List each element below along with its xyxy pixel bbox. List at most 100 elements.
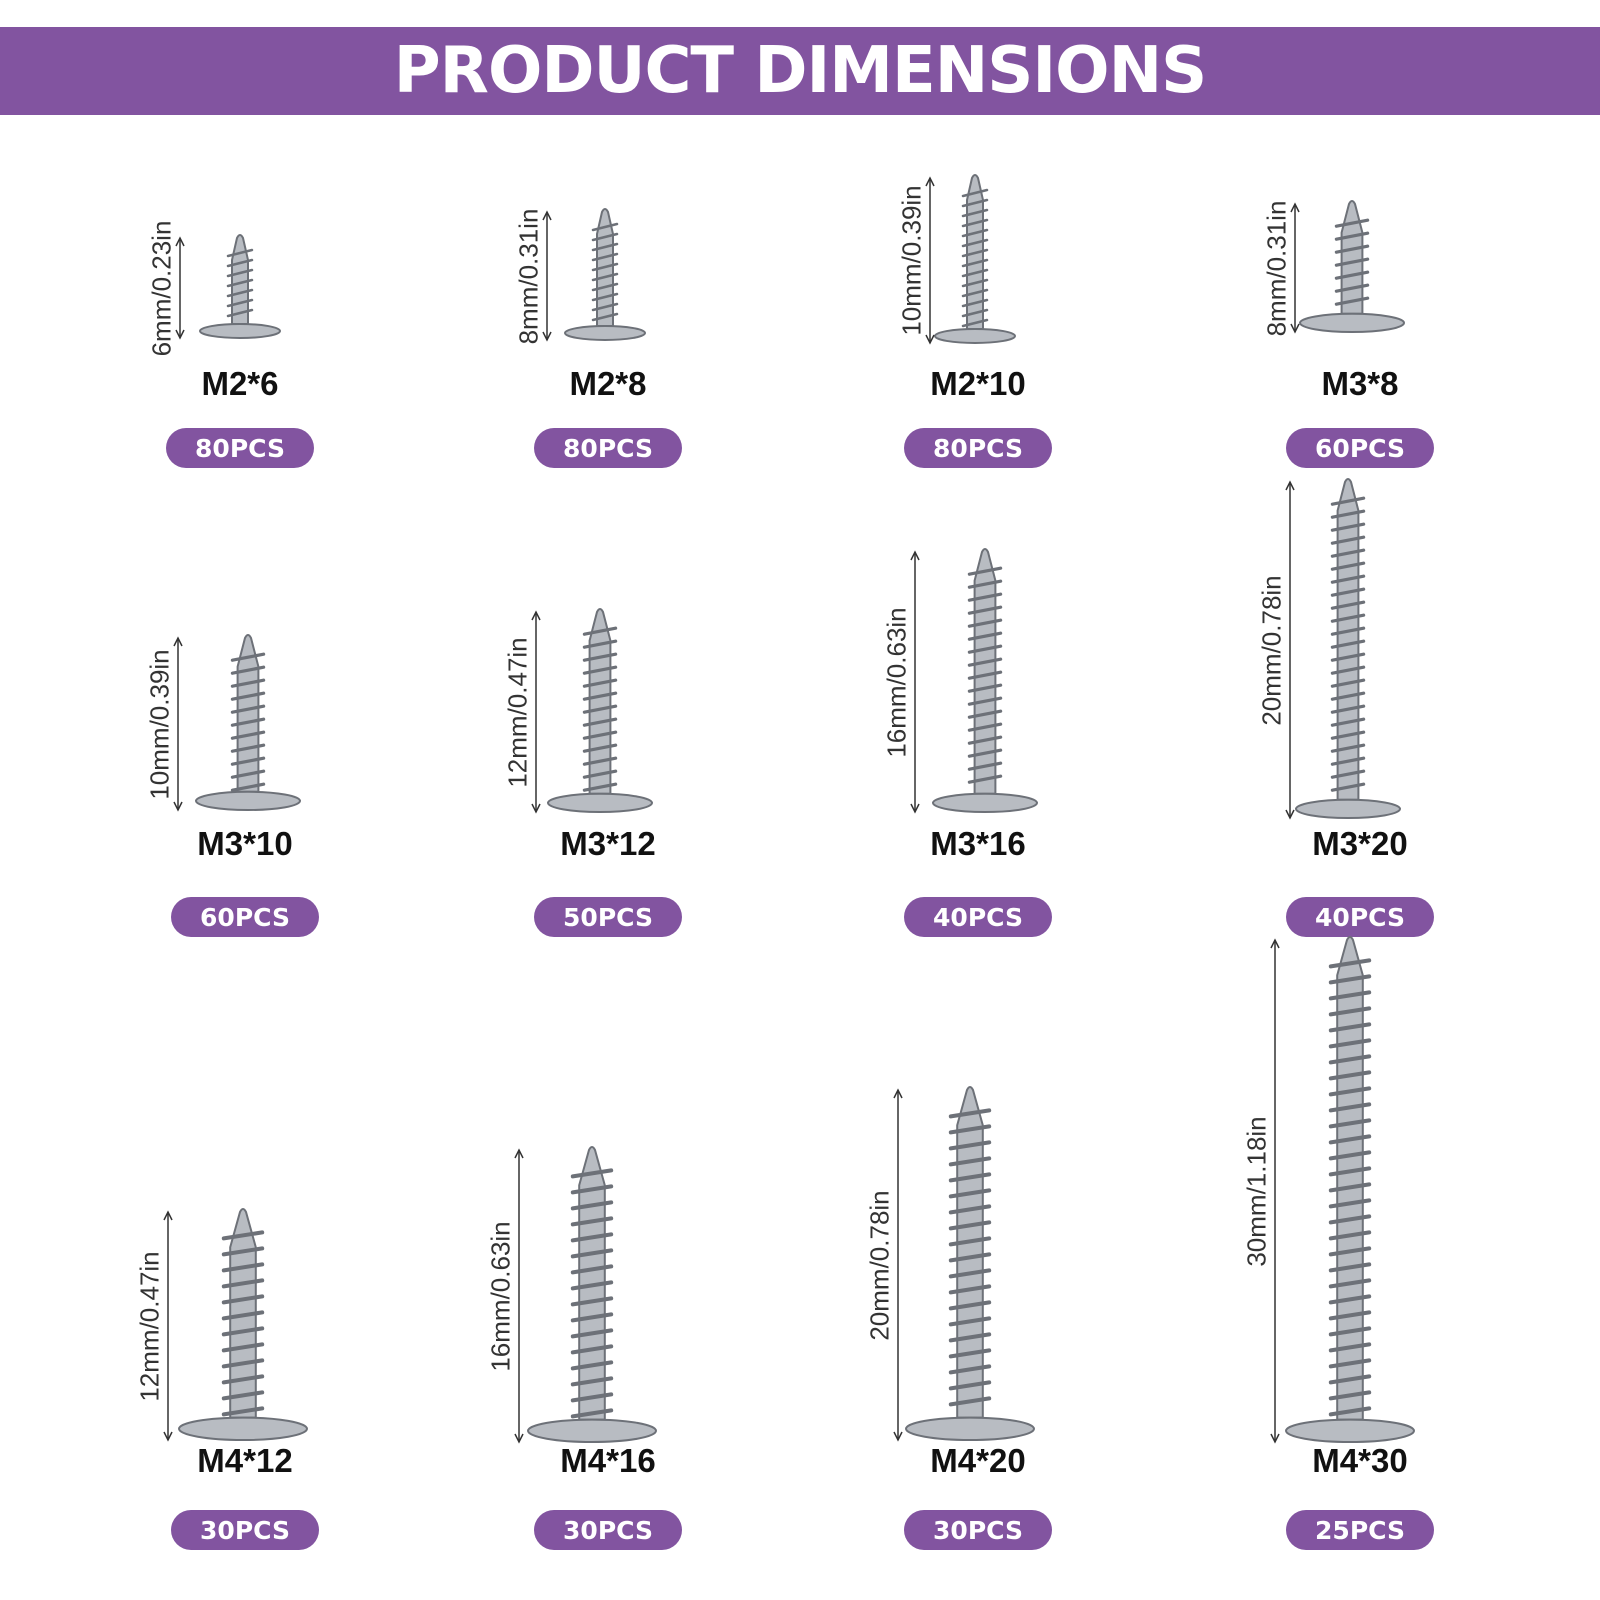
screw-thread: [230, 652, 266, 662]
screw-thread: [1328, 1406, 1372, 1417]
screw-thread: [1330, 769, 1366, 779]
screw-thread: [1330, 756, 1366, 766]
screw-thread: [1328, 1358, 1372, 1369]
screw-thread: [221, 1310, 265, 1321]
screw-thread: [230, 717, 266, 727]
screw-thread: [226, 248, 254, 258]
screw-thread: [967, 709, 1003, 719]
screw-thread: [961, 258, 989, 268]
screw-thread: [961, 198, 989, 208]
quantity-badge: 25PCS: [1286, 1510, 1434, 1550]
dimension-arrow: [531, 610, 541, 621]
screw-thread: [1328, 1118, 1372, 1129]
screw-thread: [230, 665, 266, 675]
dimension-arrow: [1270, 938, 1280, 949]
screw-thread: [582, 678, 618, 688]
screw-thread: [570, 1248, 614, 1259]
screw-size-label: M4*20: [930, 1442, 1026, 1479]
screw-thread: [948, 1252, 992, 1263]
screw-thread: [1328, 990, 1372, 1001]
screw-size-label: M4*30: [1312, 1442, 1408, 1479]
screw-thread: [1330, 600, 1366, 610]
screw-thread: [570, 1264, 614, 1275]
screw-thread: [1328, 1198, 1372, 1209]
screw-thread: [221, 1230, 265, 1241]
screw-thread: [961, 298, 989, 308]
screw-thread: [591, 222, 619, 232]
screw-thread: [1328, 974, 1372, 985]
screw-thread: [221, 1358, 265, 1369]
screw-thread: [1330, 652, 1366, 662]
screw-thread: [1334, 218, 1370, 228]
screw-thread: [967, 761, 1003, 771]
screw-thread: [967, 722, 1003, 732]
screw-thread: [591, 242, 619, 252]
screw-thread: [961, 278, 989, 288]
dimension-arrow: [542, 210, 552, 221]
dimension-arrow: [1270, 1433, 1280, 1444]
screw-thread: [1328, 1086, 1372, 1097]
screw-thread: [967, 579, 1003, 589]
screw-thread: [570, 1296, 614, 1307]
screw-thread: [961, 228, 989, 238]
dimension-arrow: [910, 803, 920, 814]
screw-thread: [230, 704, 266, 714]
screw-thread: [1330, 509, 1366, 519]
screw-thread: [967, 735, 1003, 745]
screw-thread: [570, 1232, 614, 1243]
screw-thread: [961, 188, 989, 198]
screw-thread: [1330, 587, 1366, 597]
quantity-badge: 50PCS: [534, 897, 682, 937]
screw-thread: [226, 278, 254, 288]
screw-thread: [221, 1326, 265, 1337]
screw-thread: [221, 1406, 265, 1417]
screw-thread: [1328, 1022, 1372, 1033]
screw-thread: [1330, 535, 1366, 545]
screw-thread: [948, 1396, 992, 1407]
screw-thread: [1328, 1278, 1372, 1289]
screw-size-label: M3*16: [930, 825, 1026, 862]
screw-thread: [1330, 496, 1366, 506]
screw-thread: [967, 683, 1003, 693]
quantity-badge: 60PCS: [171, 897, 319, 937]
header-banner: PRODUCT DIMENSIONS: [0, 27, 1600, 115]
screw-thread: [1328, 1070, 1372, 1081]
screw-thread: [1330, 522, 1366, 532]
screw-thread: [226, 308, 254, 318]
screw-thread: [948, 1380, 992, 1391]
dimension-arrow: [1290, 202, 1300, 213]
screw-thread: [1330, 782, 1366, 792]
screw-thread: [1328, 1294, 1372, 1305]
dimension-arrow: [173, 801, 183, 812]
screw-size-label: M4*16: [560, 1442, 656, 1479]
screw-thread: [948, 1364, 992, 1375]
screw-thread: [570, 1328, 614, 1339]
screw-thread: [1328, 1230, 1372, 1241]
screw-thread: [948, 1124, 992, 1135]
screw-thread: [1328, 1214, 1372, 1225]
screw-thread: [1330, 743, 1366, 753]
screw-thread: [591, 272, 619, 282]
screw-thread: [582, 665, 618, 675]
screw-thread: [967, 774, 1003, 784]
screw-size-label: M3*20: [1312, 825, 1408, 862]
screw-thread: [948, 1220, 992, 1231]
screw-thread: [570, 1312, 614, 1323]
screw-thread: [230, 678, 266, 688]
screw-thread: [948, 1332, 992, 1343]
screw-thread: [1328, 1150, 1372, 1161]
screw-thread: [967, 592, 1003, 602]
quantity-badge: 80PCS: [904, 428, 1052, 468]
screw-thread: [948, 1348, 992, 1359]
screw-thread: [1328, 1182, 1372, 1193]
screw-thread: [230, 769, 266, 779]
screw-thread: [221, 1390, 265, 1401]
screw-thread: [1334, 244, 1370, 254]
screw-size-label: M2*8: [569, 365, 647, 402]
quantity-badge: 60PCS: [1286, 428, 1434, 468]
